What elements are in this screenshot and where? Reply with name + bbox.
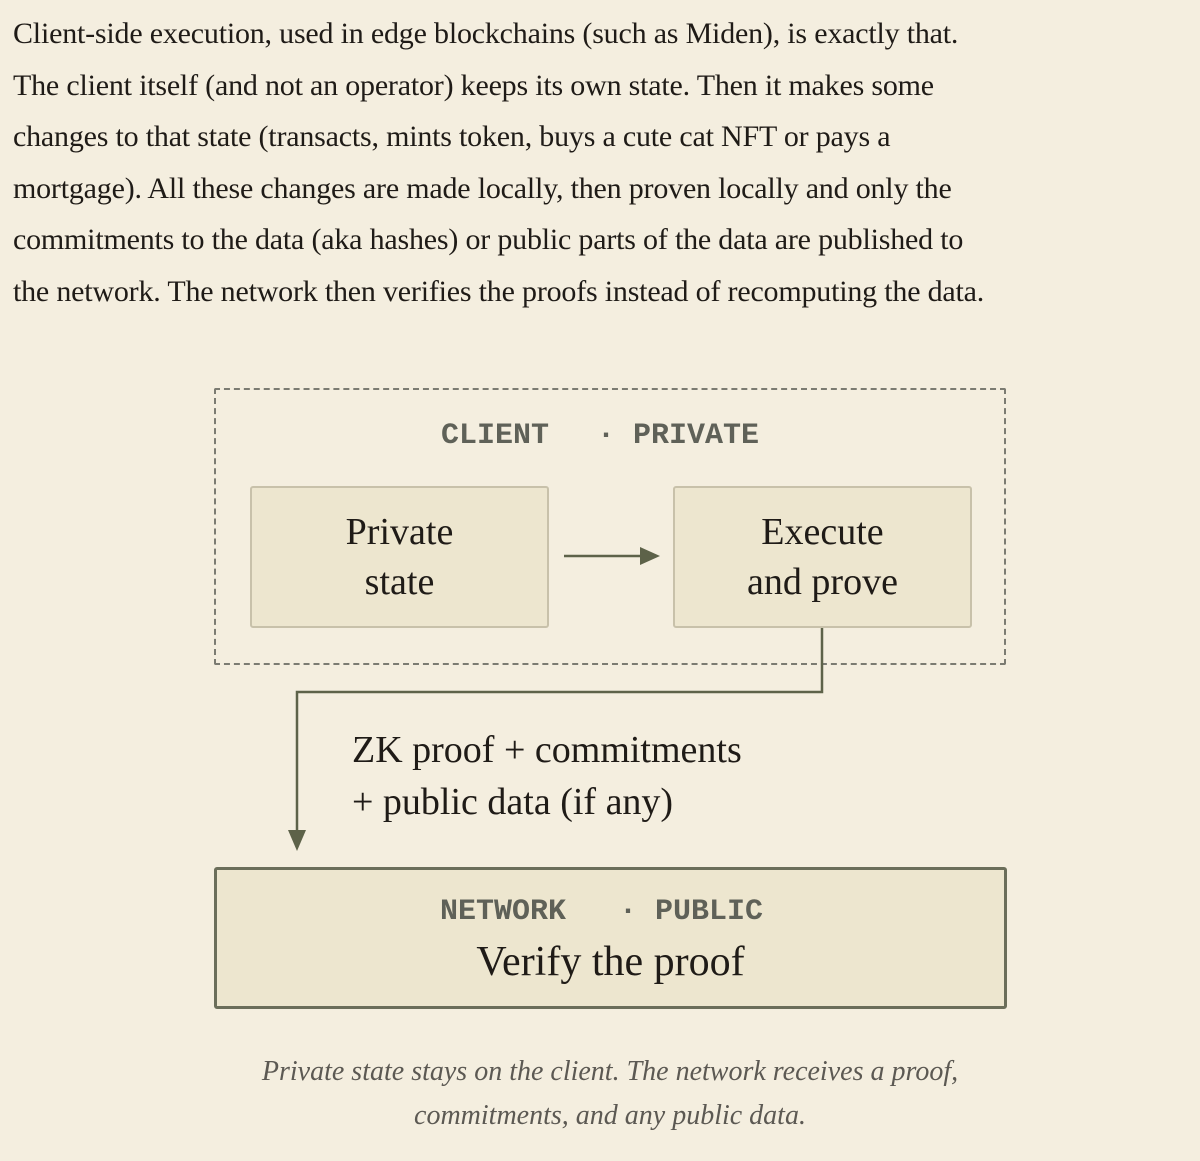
network-separator: · [619,895,638,929]
network-label: NETWORK [440,895,567,929]
client-separator: · [597,419,616,453]
paragraph-line: mortgage). All these changes are made lo… [13,171,952,205]
paragraph-line: changes to that state (transacts, mints … [13,120,891,154]
client-label: CLIENT [441,419,550,453]
private-state-node: Private state [250,486,549,628]
edge-label-line-2: + public data (if any) [352,781,674,823]
private-state-label: Private state [345,511,454,603]
body-paragraph: Client-side execution, used in edge bloc… [13,8,1183,318]
paragraph-line: the network. The network then verifies t… [13,274,985,308]
proof-edge-label: ZK proof + commitments + public data (if… [352,724,742,828]
caption-line-1: Private state stays on the client. The n… [261,1056,959,1087]
caption-line-2: commitments, and any public data. [414,1100,806,1131]
paragraph-line: commitments to the data (aka hashes) or … [13,223,964,257]
prove-to-network-arrow-head [288,830,306,851]
execute-prove-node: Execute and prove [673,486,972,628]
network-node [214,867,1007,1009]
figure-caption: Private state stays on the client. The n… [200,1050,1020,1138]
execute-prove-label: Execute and prove [747,511,898,603]
private-label: PRIVATE [633,419,760,453]
edge-label-line-1: ZK proof + commitments [352,729,742,771]
paragraph-line: Client-side execution, used in edge bloc… [13,17,959,50]
verify-proof-title: Verify the proof [476,939,745,985]
public-label: PUBLIC [655,895,764,929]
paragraph-line: The client itself (and not an operator) … [13,68,934,102]
